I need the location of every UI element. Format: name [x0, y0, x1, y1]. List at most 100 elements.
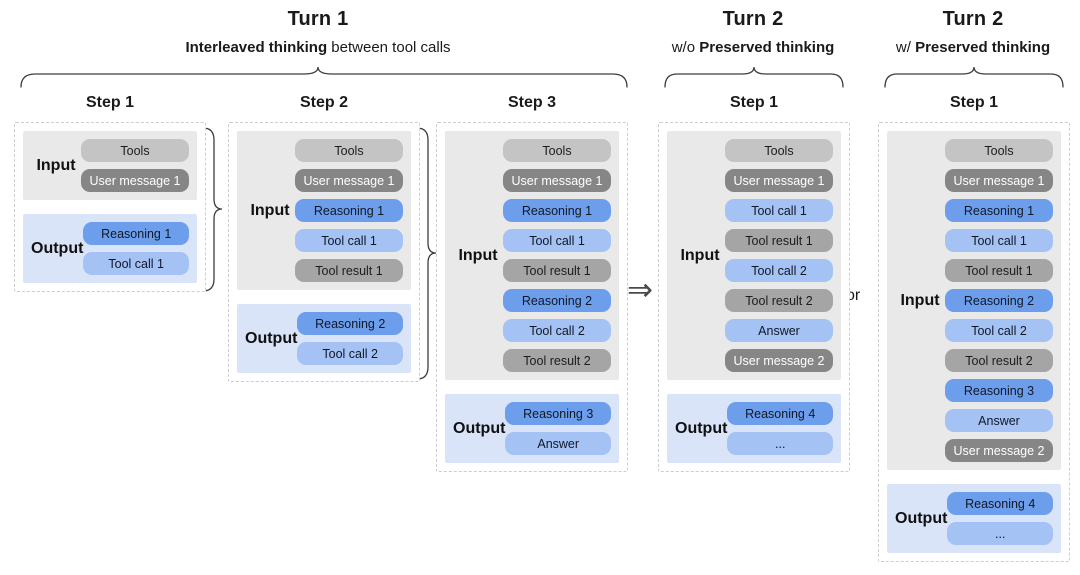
pill-tool-call: Tool call 1 — [503, 229, 611, 252]
pill-tool-result: Tool result 2 — [945, 349, 1053, 372]
brace-turn2-with-span — [884, 66, 1064, 88]
pill-reasoning: Reasoning 2 — [945, 289, 1053, 312]
brace-turn1-span — [20, 66, 628, 88]
pill-reasoning: Reasoning 4 — [727, 402, 833, 425]
pill-tool-call: Tool call 2 — [945, 319, 1053, 342]
pill-tools: Tools — [295, 139, 403, 162]
implies-arrow-icon: ⇒ — [627, 272, 653, 307]
pill-tool-result: Tool result 1 — [503, 259, 611, 282]
pill-tools: Tools — [503, 139, 611, 162]
pill-answer: Answer — [505, 432, 611, 455]
pill-tools: Tools — [945, 139, 1053, 162]
pill-reasoning: Reasoning 3 — [945, 379, 1053, 402]
pill-tool-call: Tool call 2 — [725, 259, 833, 282]
output-pill-stack: Reasoning 1 Tool call 1 — [83, 222, 189, 275]
turn2-without-subtitle: w/o Preserved thinking — [671, 39, 835, 56]
header-turn2-without: Turn 2 w/o Preserved thinking — [633, 8, 873, 56]
pill-tool-call: Tool call 1 — [83, 252, 189, 275]
pill-tool-result: Tool result 2 — [725, 289, 833, 312]
pill-reasoning: Reasoning 1 — [503, 199, 611, 222]
pill-tool-result: Tool result 1 — [945, 259, 1053, 282]
output-pill-stack: Reasoning 3 Answer — [505, 402, 611, 455]
input-label: Input — [36, 156, 76, 174]
step-title: Step 1 — [85, 94, 134, 111]
pill-reasoning: Reasoning 1 — [295, 199, 403, 222]
output-label: Output — [31, 239, 84, 257]
turn1-title: Turn 1 — [287, 8, 349, 30]
input-label: Input — [680, 246, 720, 264]
pill-tool-call: Tool call 2 — [297, 342, 403, 365]
output-panel: Output Reasoning 2 Tool call 2 — [237, 304, 411, 373]
pill-ellipsis: ... — [727, 432, 833, 455]
pill-user-message: User message 2 — [945, 439, 1053, 462]
output-label: Output — [895, 509, 948, 527]
pill-tool-result: Tool result 1 — [295, 259, 403, 282]
step-title: Step 3 — [507, 94, 556, 111]
pill-user-message: User message 1 — [945, 169, 1053, 192]
pill-tool-call: Tool call 2 — [503, 319, 611, 342]
step-title: Step 1 — [949, 94, 998, 111]
pill-answer: Answer — [725, 319, 833, 342]
pill-user-message: User message 1 — [503, 169, 611, 192]
pill-reasoning: Reasoning 4 — [947, 492, 1053, 515]
output-label: Output — [453, 419, 506, 437]
pill-reasoning: Reasoning 2 — [503, 289, 611, 312]
pill-user-message: User message 1 — [725, 169, 833, 192]
pill-user-message: User message 1 — [81, 169, 189, 192]
brace-step1-to-step2 — [202, 127, 223, 292]
header-turn1: Turn 1 Interleaved thinking between tool… — [48, 8, 588, 56]
turn2-without-title: Turn 2 — [722, 8, 784, 30]
pill-user-message: User message 1 — [295, 169, 403, 192]
pill-tool-call: Tool call 1 — [295, 229, 403, 252]
pill-tool-result: Tool result 1 — [725, 229, 833, 252]
turn1-subtitle: Interleaved thinking between tool calls — [185, 39, 451, 56]
pill-reasoning: Reasoning 1 — [83, 222, 189, 245]
input-label: Input — [250, 201, 290, 219]
turn2-with-title: Turn 2 — [942, 8, 1004, 30]
output-panel: Output Reasoning 4... — [667, 394, 841, 463]
pill-tool-result: Tool result 2 — [503, 349, 611, 372]
pill-reasoning: Reasoning 3 — [505, 402, 611, 425]
pill-ellipsis: ... — [947, 522, 1053, 545]
output-label: Output — [245, 329, 298, 347]
pill-tools: Tools — [81, 139, 189, 162]
step-title: Step 2 — [299, 94, 348, 111]
pill-reasoning: Reasoning 1 — [945, 199, 1053, 222]
pill-reasoning: Reasoning 2 — [297, 312, 403, 335]
pill-tools: Tools — [725, 139, 833, 162]
output-pill-stack: Reasoning 2 Tool call 2 — [297, 312, 403, 365]
output-panel: Output Reasoning 1 Tool call 1 — [23, 214, 197, 283]
output-pill-stack: Reasoning 4... — [727, 402, 833, 455]
output-panel: Output Reasoning 3 Answer — [445, 394, 619, 463]
pill-user-message: User message 2 — [725, 349, 833, 372]
output-pill-stack: Reasoning 4... — [947, 492, 1053, 545]
input-label: Input — [900, 291, 940, 309]
header-turn2-with: Turn 2 w/ Preserved thinking — [853, 8, 1080, 56]
pill-tool-call: Tool call 1 — [945, 229, 1053, 252]
output-label: Output — [675, 419, 728, 437]
pill-answer: Answer — [945, 409, 1053, 432]
input-label: Input — [458, 246, 498, 264]
brace-turn2-without-span — [664, 66, 844, 88]
